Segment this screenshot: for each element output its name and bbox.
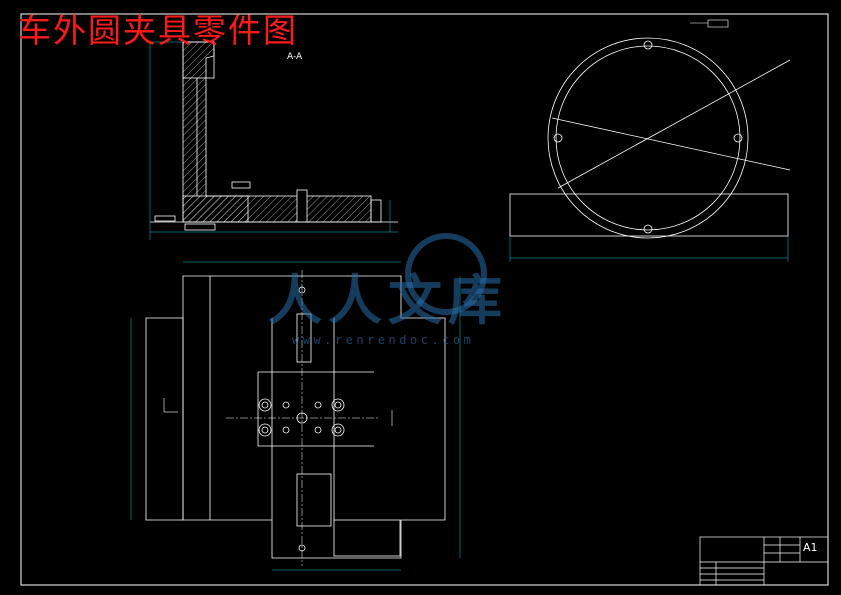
watermark-brand: 人人文库 [268,269,508,332]
drawing-border [20,13,829,586]
drawing-title: 车外圆夹具零件图 [18,11,298,50]
section-view [146,41,398,240]
title-block-sheet-size: A1 [803,541,818,554]
plan-view [130,261,461,571]
ring-view [509,19,791,262]
watermark-logo [405,233,487,315]
section-label: A-A [287,52,303,62]
watermark-url: www.renrendoc.com [292,333,475,347]
title-block [699,536,829,586]
